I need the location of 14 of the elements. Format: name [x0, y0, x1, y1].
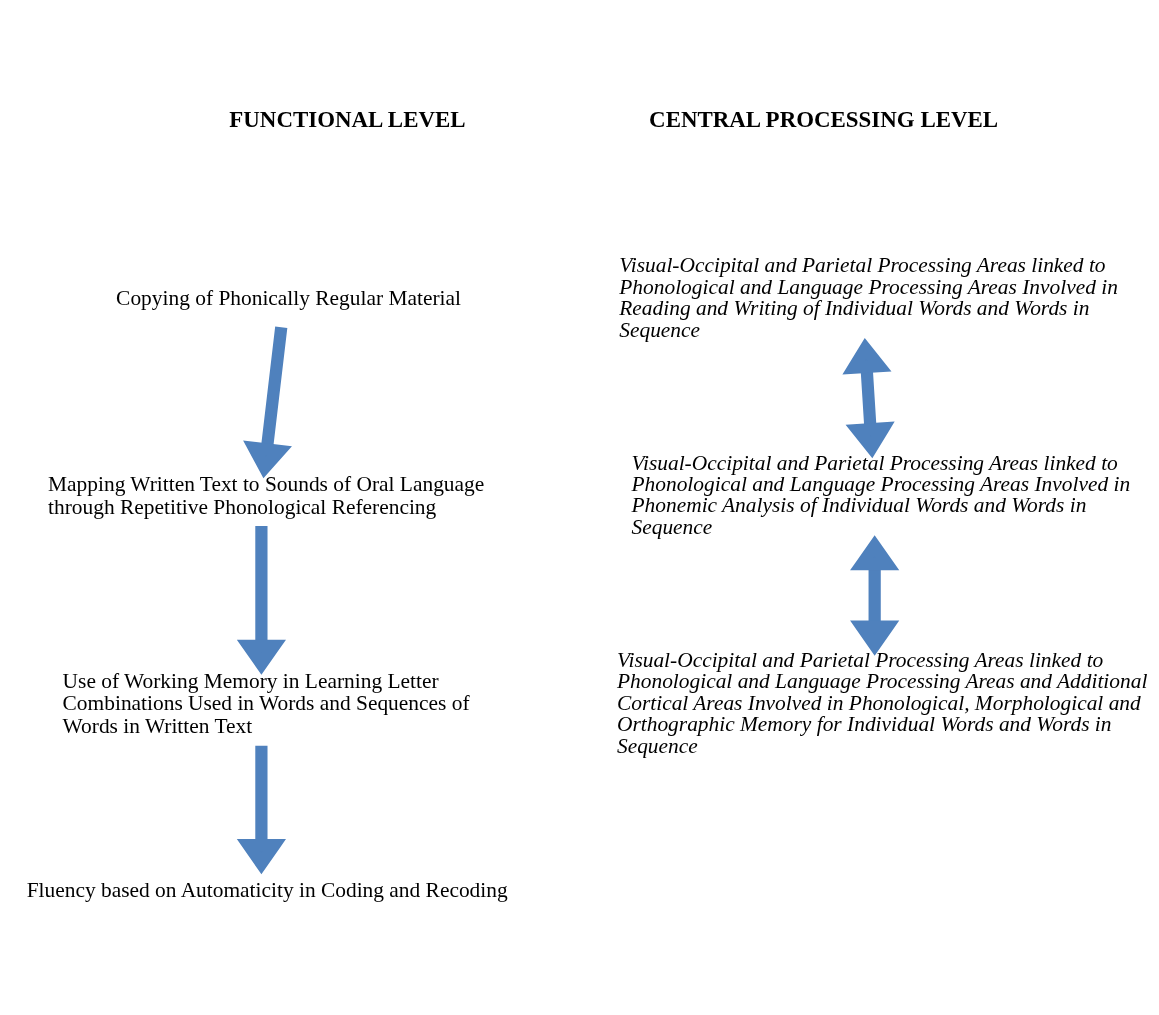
arrow: [842, 337, 895, 459]
node-text: Copying of Phonically Regular Material: [116, 286, 461, 311]
node-text: Visual-Occipital and Parietal Processing Areas linked to Phonological and Language Processing Areas Involved in Phonemic Analysis of Individual Words and Words in Sequence: [631, 450, 1131, 539]
node-text: Mapping Written Text to Sounds of Oral Language through Repetitive Phonological Referencing: [48, 471, 485, 519]
label: FUNCTIONAL LEVEL: [229, 107, 466, 133]
label: CENTRAL PROCESSING LEVEL: [649, 107, 999, 133]
arrow: [236, 745, 286, 875]
arrow: [850, 535, 900, 656]
node-text: Fluency based on Automaticity in Coding and Recoding: [26, 878, 508, 903]
node-text: Visual-Occipital and Parietal Processing Areas linked to Phonological and Language Processing Areas and Additional Cortical Areas Involved in Phonological, Morphological and Orthographic Memory for Individual Words and Words in Sequence: [616, 647, 1148, 758]
node-text: Visual-Occipital and Parietal Processing Areas linked to Phonological and Language Processing Areas Involved in Reading and Writing of Individual Words and Words in Sequence: [619, 253, 1118, 342]
arrow: [243, 326, 292, 479]
arrow: [236, 525, 286, 675]
node-text: Use of Working Memory in Learning Letter Combinations Used in Words and Sequences of Words in Written Text: [62, 668, 470, 739]
